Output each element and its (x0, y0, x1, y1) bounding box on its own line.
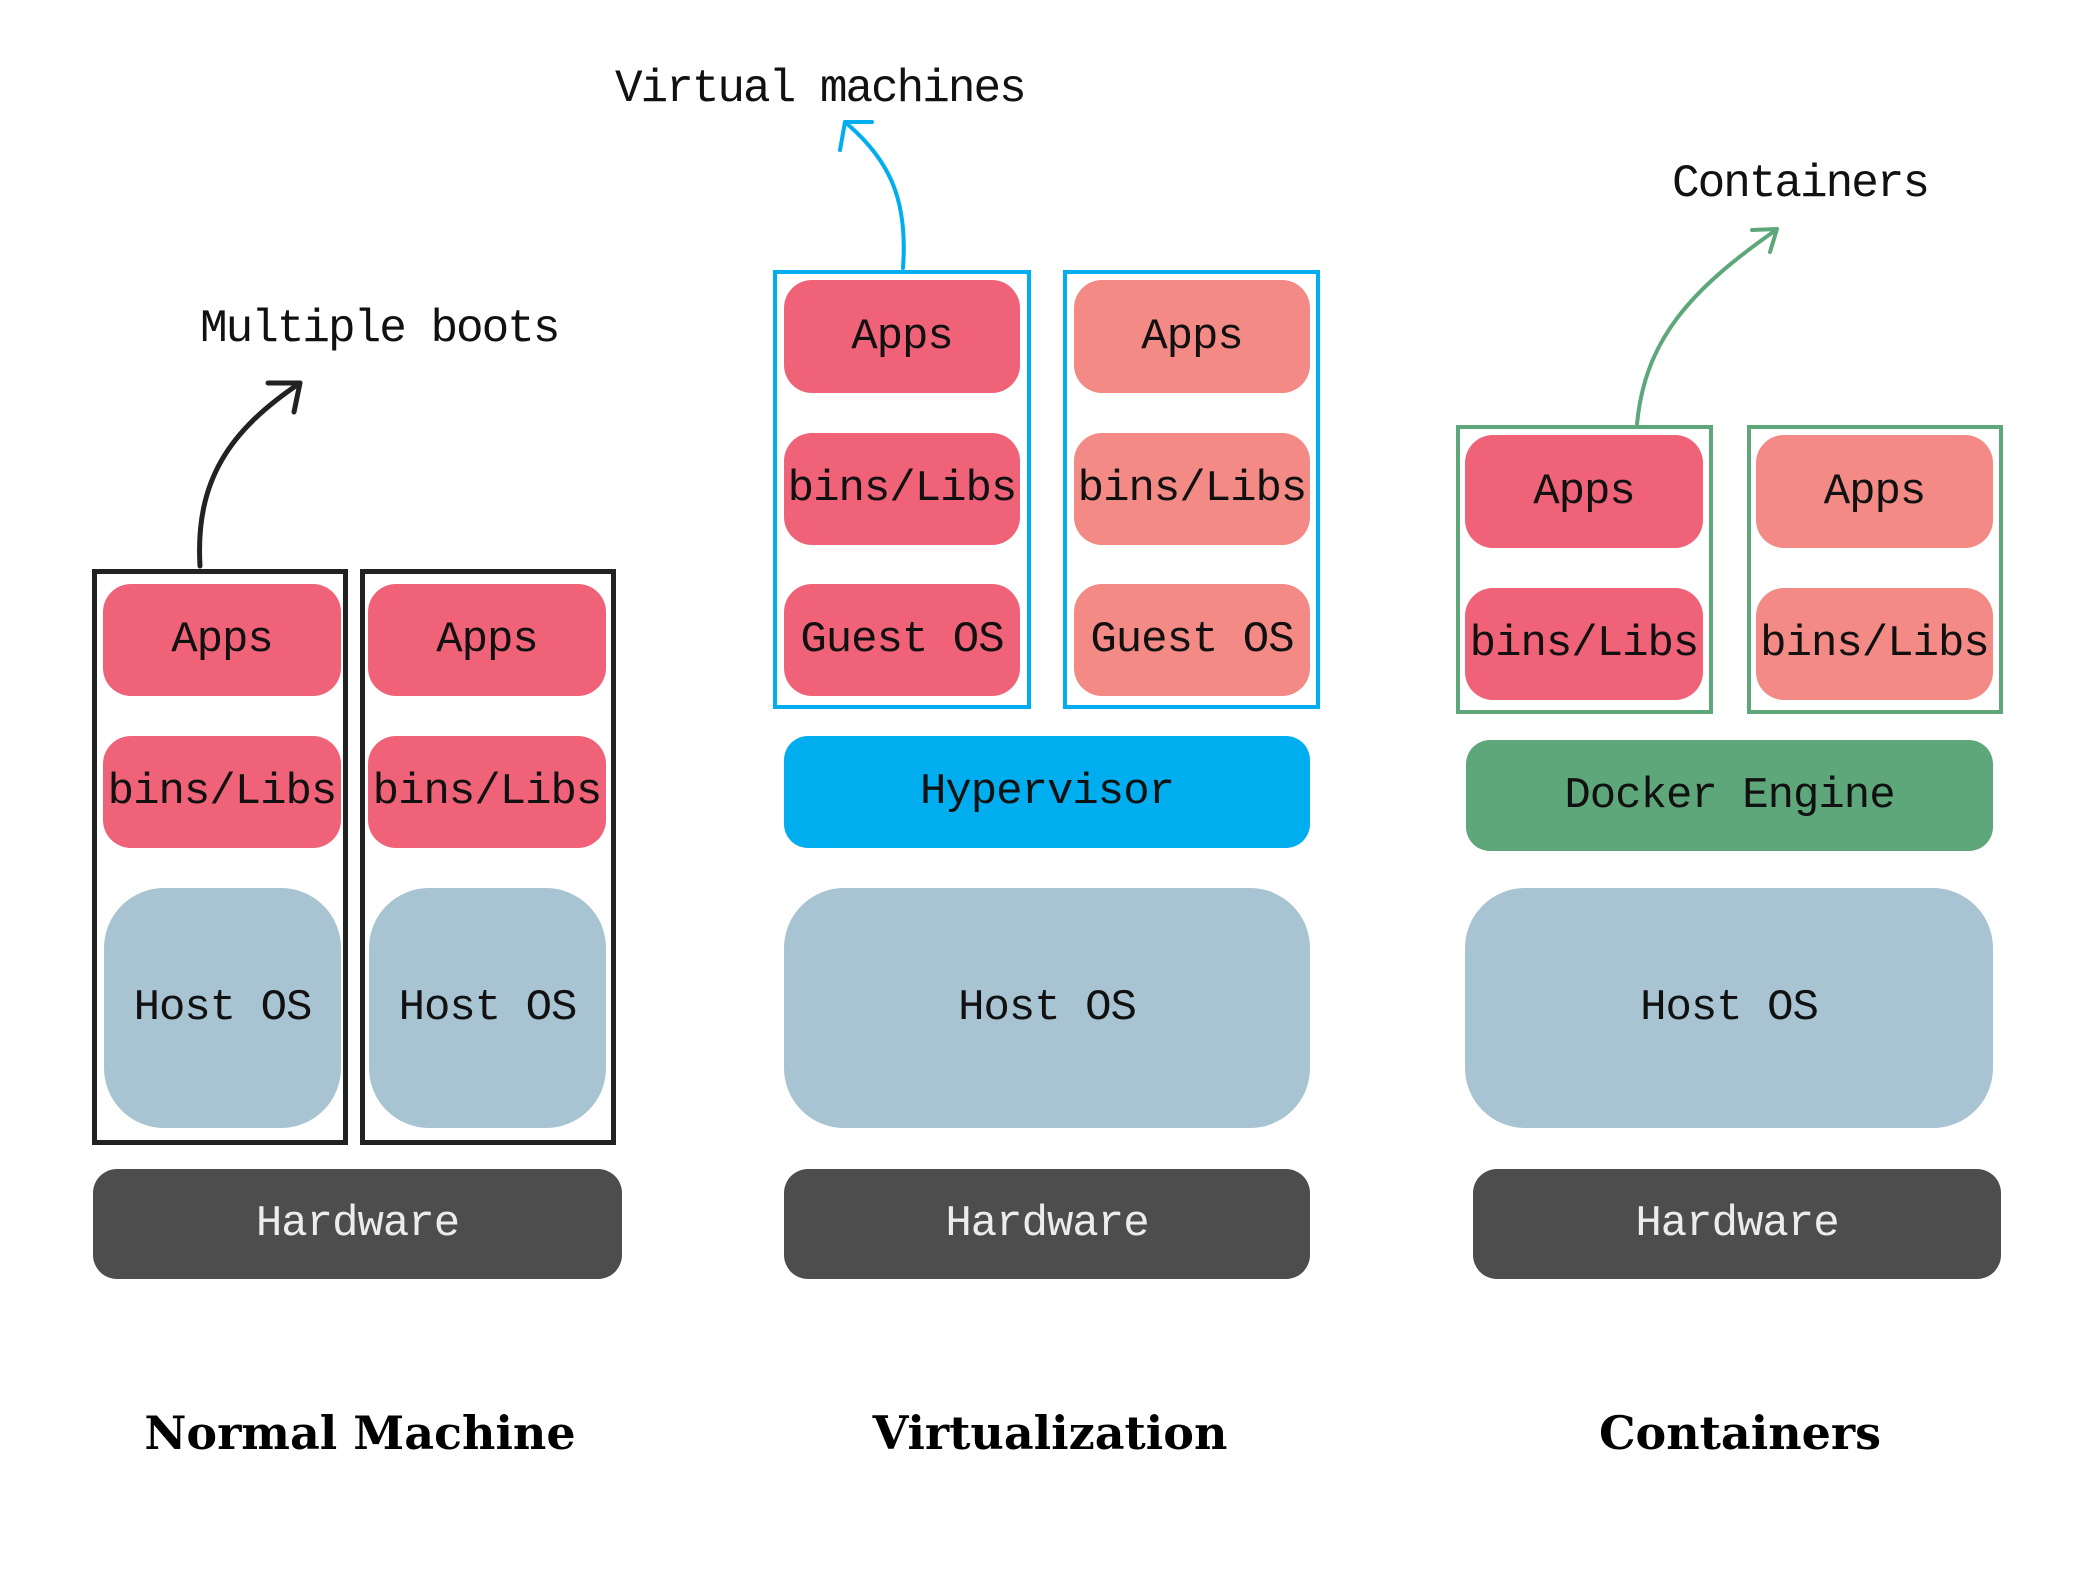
apps-block: Apps (1465, 435, 1703, 548)
containers-label: Containers (1672, 158, 1930, 210)
vm-frame-2 (1063, 270, 1320, 709)
libs-block: bins/Libs (1074, 433, 1310, 545)
libs-block: bins/Libs (103, 736, 341, 848)
libs-block: bins/Libs (1465, 588, 1703, 700)
libs-block: bins/Libs (1756, 588, 1993, 700)
apps-block: Apps (784, 280, 1020, 393)
hardware-block: Hardware (93, 1169, 622, 1279)
boot-frame-2 (360, 569, 616, 1145)
virtual-machines-arrow (838, 120, 906, 270)
host-os-block: Host OS (1465, 888, 1993, 1128)
container-frame-1 (1456, 425, 1713, 714)
host-os-block: Host OS (104, 888, 341, 1128)
normal-machine-caption: Normal Machine (144, 1406, 576, 1460)
virtualization-caption: Virtualization (872, 1406, 1228, 1460)
apps-block: Apps (103, 584, 341, 696)
apps-block: Apps (368, 584, 606, 696)
libs-block: bins/Libs (784, 433, 1020, 545)
multiple-boots-label: Multiple boots (200, 303, 560, 355)
boot-frame-1 (92, 569, 348, 1145)
host-os-block: Host OS (369, 888, 606, 1128)
containers-caption: Containers (1598, 1406, 1882, 1460)
libs-block: bins/Libs (368, 736, 606, 848)
guest-os-block: Guest OS (1074, 584, 1310, 696)
hardware-block: Hardware (1473, 1169, 2001, 1279)
guest-os-block: Guest OS (784, 584, 1020, 696)
containers-arrow (1635, 227, 1779, 426)
container-frame-2 (1747, 425, 2003, 714)
hypervisor-block: Hypervisor (784, 736, 1310, 848)
apps-block: Apps (1074, 280, 1310, 393)
docker-engine-block: Docker Engine (1466, 740, 1993, 851)
apps-block: Apps (1756, 435, 1993, 548)
multiple-boots-arrow (197, 380, 303, 569)
virtual-machines-label: Virtual machines (615, 63, 1027, 115)
vm-frame-1 (773, 270, 1031, 709)
host-os-block: Host OS (784, 888, 1310, 1128)
hardware-block: Hardware (784, 1169, 1310, 1279)
